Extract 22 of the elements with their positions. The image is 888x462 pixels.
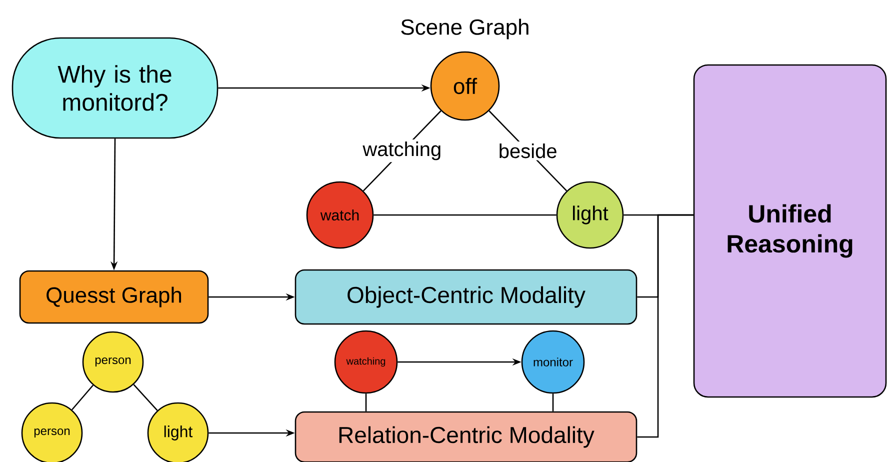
connector-line <box>637 214 694 438</box>
graph-node: watch <box>306 181 374 249</box>
graph-node: monitor <box>521 330 585 394</box>
diagram-title: Scene Graph <box>401 18 528 40</box>
graph-node: watching <box>334 330 398 394</box>
graph-node: person <box>82 331 144 393</box>
graph-node: off <box>430 51 500 121</box>
connector-line <box>365 394 367 412</box>
connector-line <box>72 384 94 410</box>
edge-label: beside <box>496 142 560 160</box>
process-box: Relation-Centric Modality <box>294 411 638 462</box>
process-box: Object-Centric Modality <box>294 269 638 325</box>
edge-label: watching <box>360 140 444 162</box>
graph-node: light <box>556 181 624 249</box>
process-box: Quesst Graph <box>19 270 209 324</box>
connector-line <box>133 384 158 411</box>
reasoning-box: Unified Reasoning <box>693 64 887 398</box>
graph-node: person <box>21 402 83 462</box>
graph-node: light <box>147 402 209 462</box>
question-box: Why is the monitord? <box>12 37 218 139</box>
connector-line <box>374 214 556 216</box>
connector-line <box>552 394 554 412</box>
